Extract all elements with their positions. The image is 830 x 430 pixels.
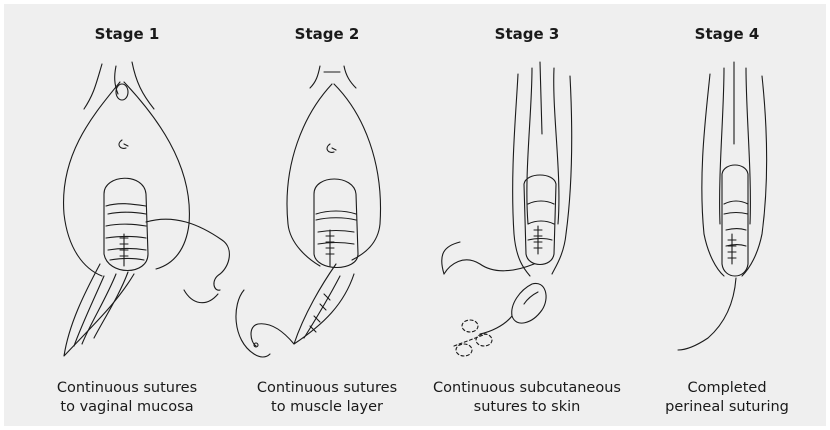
stage-3-caption: Continuous subcutaneous sutures to skin <box>418 379 636 417</box>
stage-2-caption-line-2: to muscle layer <box>218 398 436 417</box>
stage-4-caption-line-1: Completed <box>618 379 830 398</box>
stage-3-illustration <box>424 54 630 374</box>
stage-4: Stage 4 Completed perineal suturing <box>624 4 830 426</box>
stage-2-caption: Continuous sutures to muscle layer <box>218 379 436 417</box>
stage-2-title: Stage 2 <box>224 25 430 43</box>
stage-3-caption-line-1: Continuous subcutaneous <box>418 379 636 398</box>
stage-3-title: Stage 3 <box>424 25 630 43</box>
stage-4-caption: Completed perineal suturing <box>618 379 830 417</box>
stage-2: Stage 2 Continuous suture <box>224 4 430 426</box>
stage-2-illustration <box>224 54 430 374</box>
stage-1-illustration <box>24 54 230 374</box>
stage-3-caption-line-2: sutures to skin <box>418 398 636 417</box>
stage-4-caption-line-2: perineal suturing <box>618 398 830 417</box>
stage-4-title: Stage 4 <box>624 25 830 43</box>
stage-1-caption: Continuous sutures to vaginal mucosa <box>18 379 236 417</box>
stage-1-caption-line-2: to vaginal mucosa <box>18 398 236 417</box>
stage-2-caption-line-1: Continuous sutures <box>218 379 436 398</box>
stage-1: Stage 1 <box>24 4 230 426</box>
stage-1-caption-line-1: Continuous sutures <box>18 379 236 398</box>
figure-panel: Stage 1 <box>4 4 826 426</box>
stage-1-title: Stage 1 <box>24 25 230 43</box>
stage-3: Stage 3 Con <box>424 4 630 426</box>
stage-4-illustration <box>624 54 830 374</box>
